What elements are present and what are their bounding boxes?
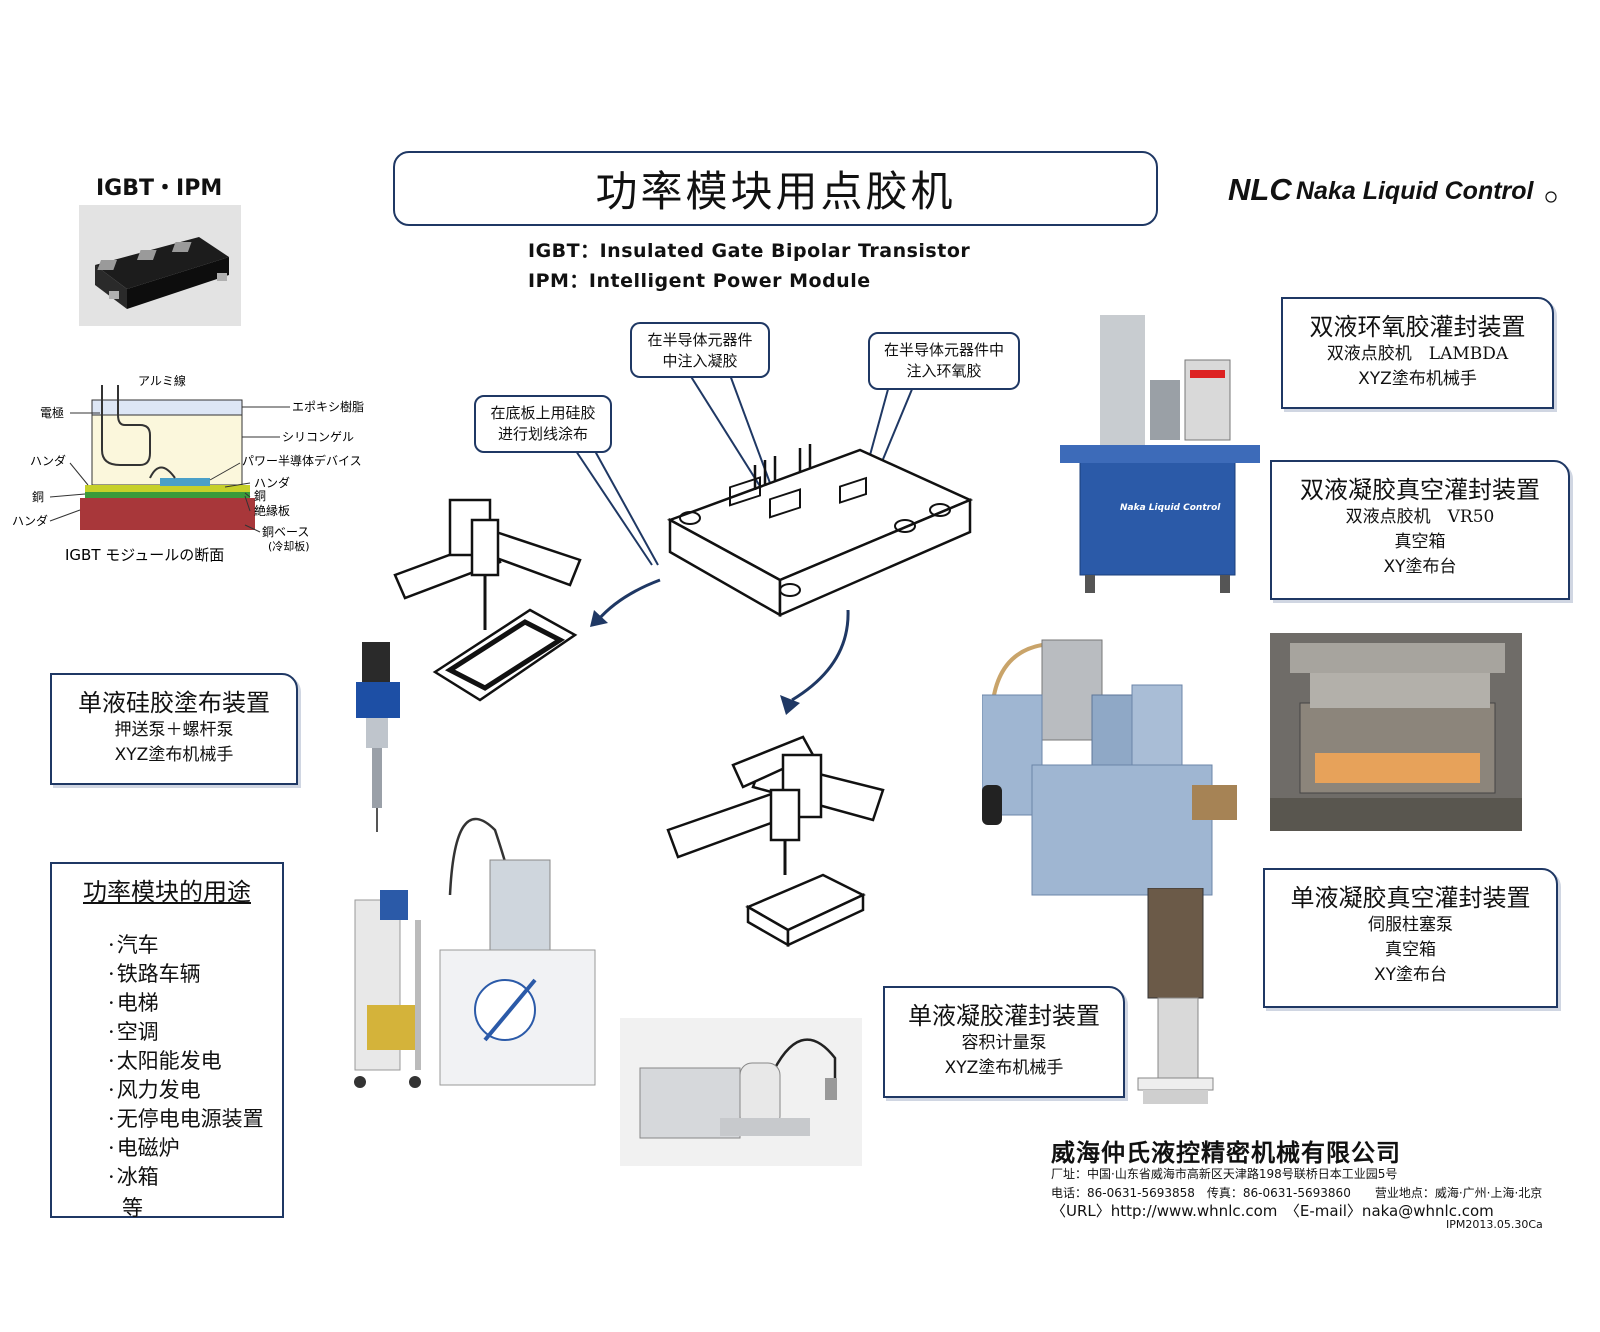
uses-title: 功率模块的用途 — [83, 878, 251, 906]
vacuum-chamber-photo — [1270, 633, 1522, 831]
xyz-robot-drawing-right — [666, 735, 885, 948]
gel-dispensing-machine-photo — [620, 1018, 862, 1166]
svg-text:シリコンゲル: シリコンゲル — [282, 430, 354, 444]
list-item: 电梯 — [108, 989, 282, 1018]
dispensing-valve-photo — [356, 642, 400, 832]
box-single-gel-vacuum: 单液凝胶真空灌封装置 伺服柱塞泵 真空箱 XY塗布台 — [1263, 868, 1558, 1008]
power-module-drawing — [666, 444, 974, 618]
logo-text: Naka Liquid Control — [1296, 177, 1535, 205]
box-dual-gel-vacuum: 双液凝胶真空灌封装置 双液点胶机 VR50 真空箱 XY塗布台 — [1270, 460, 1570, 600]
svg-text:ハンダ: ハンダ — [30, 453, 66, 468]
single-gel-vacuum-machine-photo — [1137, 888, 1214, 1104]
contact-url-email[interactable]: 〈URL〉http://www.whnlc.com 〈E-mail〉naka@w… — [1051, 1202, 1494, 1220]
uses-list: 汽车 铁路车辆 电梯 空调 太阳能发电 风力发电 无停电电源装置 电磁炉 冰箱 — [52, 931, 282, 1192]
svg-text:Naka Liquid Control: Naka Liquid Control — [1120, 503, 1221, 513]
silicone-dispensing-system-photo — [354, 817, 596, 1088]
logo-mark: NLC — [1228, 172, 1292, 207]
definition-ipm: IPM：Intelligent Power Module — [528, 270, 871, 292]
power-module-uses: 功率模块的用途 汽车 铁路车辆 电梯 空调 太阳能发电 风力发电 无停电电源装置… — [50, 862, 284, 1220]
list-item: 冰箱 — [108, 1163, 282, 1192]
callout-gel-inject: 在半导体元器件中注入凝胶 — [630, 322, 770, 378]
page-title: 功率模块用点胶机 — [393, 151, 1158, 226]
document-code: IPM2013.05.30Ca — [1446, 1218, 1543, 1231]
svg-text:銅: 銅 — [254, 489, 266, 503]
list-item: 汽车 — [108, 931, 282, 960]
list-item: 铁路车辆 — [108, 960, 282, 989]
svg-text:電極: 電極 — [40, 405, 64, 420]
svg-text:アルミ線: アルミ線 — [138, 375, 186, 388]
dual-epoxy-machine-photo: Naka Liquid Control — [1060, 315, 1260, 593]
company-address: 厂址：中国·山东省威海市高新区天津路198号联桥日本工业园5号 电话：86-06… — [1051, 1165, 1542, 1203]
svg-text:ハンダ: ハンダ — [12, 513, 48, 528]
igbt-module-photo — [79, 205, 241, 326]
company-logo: NLC Naka Liquid Control — [1226, 168, 1558, 210]
svg-text:銅ベース: 銅ベース — [262, 525, 309, 539]
list-item: 风力发电 — [108, 1076, 282, 1105]
company-name: 威海仲氏液控精密机械有限公司 — [1051, 1139, 1401, 1167]
svg-text:パワー半導体デバイス: パワー半導体デバイス — [242, 453, 362, 468]
svg-text:IGBT モジュールの断面: IGBT モジュールの断面 — [65, 546, 224, 564]
uses-etc: 等 — [122, 1196, 143, 1220]
svg-text:エポキシ樹脂: エポキシ樹脂 — [292, 399, 364, 414]
svg-text:(冷却板): (冷却板) — [268, 539, 310, 553]
definitions: IGBT：Insulated Gate Bipolar Transistor I… — [528, 236, 970, 296]
igbt-cross-section-diagram: アルミ線 エポキシ樹脂 電極 シリコンゲル ハンダ パワー半導体デバイス ハンダ… — [12, 375, 364, 564]
igbt-ipm-label: IGBT・IPM — [96, 176, 223, 201]
dual-gel-vacuum-machine-photo — [982, 639, 1237, 896]
list-item: 太阳能发电 — [108, 1047, 282, 1076]
svg-text:ハンダ: ハンダ — [254, 475, 290, 490]
phone-line: 电话：86-0631-5693858 传真：86-0631-5693860 营业… — [1051, 1186, 1543, 1200]
callout-epoxy-inject: 在半导体元器件中注入环氧胶 — [868, 332, 1020, 390]
xyz-robot-drawing-left — [393, 498, 582, 702]
box-single-gel-potting: 单液凝胶灌封装置 容积计量泵 XYZ塗布机械手 — [883, 986, 1125, 1098]
flow-arrows — [590, 578, 850, 715]
list-item: 空调 — [108, 1018, 282, 1047]
box-single-silicone-coating: 单液硅胶塗布装置 押送泵＋螺杆泵 XYZ塗布机械手 — [50, 673, 298, 785]
list-item: 电磁炉 — [108, 1134, 282, 1163]
svg-text:絶縁板: 絶縁板 — [254, 503, 290, 518]
box-dual-epoxy-potting: 双液环氧胶灌封装置 双液点胶机 LAMBDA XYZ塗布机械手 — [1281, 297, 1554, 409]
definition-igbt: IGBT：Insulated Gate Bipolar Transistor — [528, 240, 971, 262]
address-line: 厂址：中国·山东省威海市高新区天津路198号联桥日本工业园5号 — [1051, 1167, 1398, 1181]
callout-silicone-line: 在底板上用硅胶进行划线涂布 — [474, 395, 612, 453]
svg-text:銅: 銅 — [32, 490, 44, 504]
list-item: 无停电电源装置 — [108, 1105, 282, 1134]
